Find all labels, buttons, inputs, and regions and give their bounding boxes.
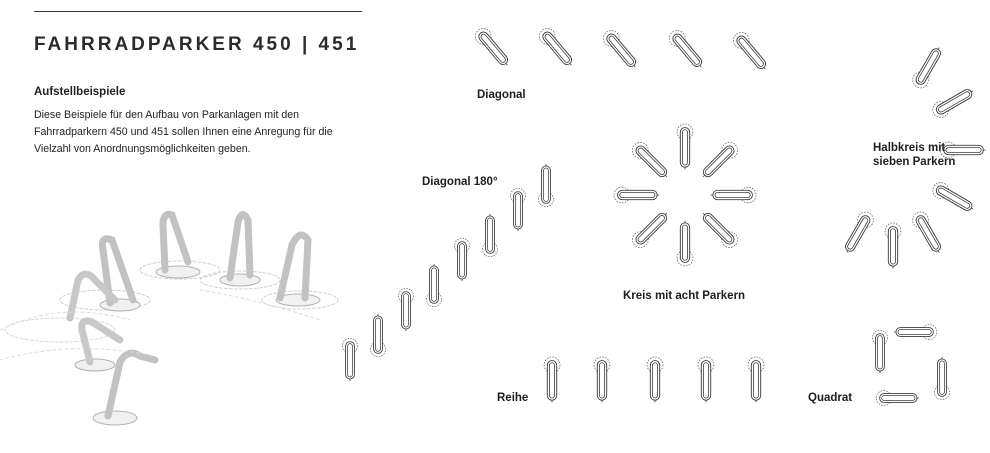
bicycle-parker-icon <box>628 207 673 252</box>
circle-arrangement <box>613 123 757 267</box>
bicycle-parker-icon <box>697 138 742 183</box>
label-quadrat: Quadrat <box>808 392 853 404</box>
bicycle-parker-icon <box>454 237 470 282</box>
square-arrangement <box>872 324 950 406</box>
description-text: Diese Beispiele für den Aufbau von Parka… <box>34 109 333 155</box>
label-kreis: Kreis mit acht Parkern <box>623 290 746 302</box>
bicycle-parker-icon <box>613 186 660 204</box>
bicycle-parker-icon <box>342 337 358 382</box>
bicycle-parker-icon <box>934 356 950 401</box>
label-diagonal: Diagonal <box>477 89 526 101</box>
bicycle-parker-icon <box>593 356 611 403</box>
bicycle-parker-icon <box>676 220 694 267</box>
bicycle-parker-icon <box>729 28 772 75</box>
bicycle-parker-icon <box>884 222 902 269</box>
bicycle-parker-icon <box>839 208 877 257</box>
diagonal-arrangement <box>471 24 772 75</box>
bicycle-parker-icon <box>535 24 578 71</box>
label-halbkreis: Halbkreis mit sieben Parkern <box>873 142 956 168</box>
bicycle-parker-icon <box>646 356 664 403</box>
bicycle-parker-icon <box>398 287 414 332</box>
bicycle-parker-icon <box>929 83 978 121</box>
bicycle-parker-icon <box>471 24 514 71</box>
bicycle-parker-icon <box>893 324 938 340</box>
bicycle-parker-icon <box>538 163 554 208</box>
label-reihe: Reihe <box>497 392 529 404</box>
bicycle-parker-icon <box>482 213 498 258</box>
bicycle-racks-illustration <box>0 211 339 426</box>
bicycle-parker-icon <box>909 208 947 257</box>
bicycle-parker-icon <box>697 207 742 252</box>
bicycle-parker-icon <box>676 123 694 170</box>
bicycle-parker-icon <box>510 187 526 232</box>
row-arrangement <box>543 356 765 403</box>
bicycle-parker-icon <box>909 43 947 92</box>
bicycle-parker-icon <box>543 356 561 403</box>
bicycle-parker-icon <box>697 356 715 403</box>
bicycle-parker-icon <box>872 329 888 374</box>
bicycle-parker-icon <box>599 26 642 73</box>
label-diagonal-180: Diagonal 180° <box>422 176 498 188</box>
bicycle-parker-icon <box>665 26 708 73</box>
section-subtitle: Aufstellbeispiele <box>34 86 126 98</box>
bicycle-parker-icon <box>929 179 978 217</box>
bicycle-parker-icon <box>710 186 757 204</box>
bicycle-parker-icon <box>875 390 920 406</box>
bicycle-parker-icon <box>747 356 765 403</box>
header-rule <box>34 11 362 12</box>
bicycle-parker-icon <box>628 138 673 183</box>
bicycle-parker-icon <box>370 313 386 358</box>
page-title: FAHRRADPARKER 450 | 451 <box>34 34 360 55</box>
bicycle-parker-icon <box>426 263 442 308</box>
diagonal-180-arrangement <box>342 163 554 382</box>
